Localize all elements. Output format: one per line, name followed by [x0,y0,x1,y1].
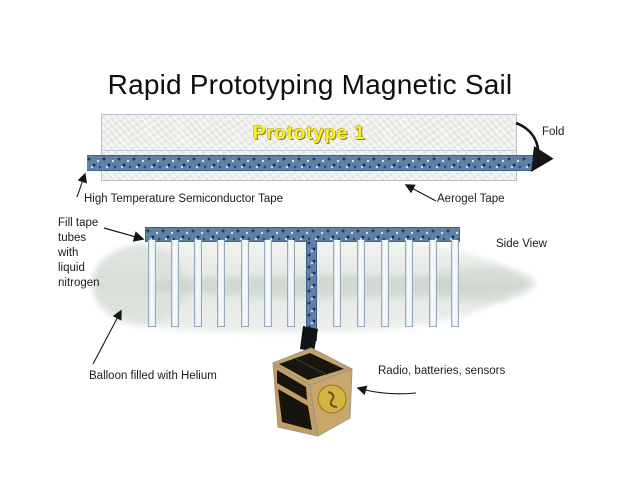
payload-arrow [356,385,417,396]
payload-label: Radio, batteries, sensors [378,365,506,377]
tape-tube [148,240,156,327]
aerogel-tape-arrow [404,184,437,202]
fold-label: Fold [542,126,565,138]
semiconductor-tape-strip [87,155,533,171]
tape-tube [264,240,272,327]
prototype-label: Prototype 1 [252,122,366,144]
slide-title: Rapid Prototyping Magnetic Sail [107,69,513,100]
tape-tube [241,240,249,327]
balloon-label: Balloon filled with Helium [89,370,217,382]
cubesat-graphic [272,326,353,437]
side-view-label: Side View [496,238,547,250]
tape-tube [405,240,413,327]
tape-tube [333,240,341,327]
hts-tape-label: High Temperature Semiconductor Tape [84,193,284,205]
tape-tube [381,240,389,327]
tape-tube [194,240,202,327]
tube-band-tape [145,227,460,242]
tape-tube [357,240,365,327]
panel-divider-line [102,150,516,151]
tether-tape [306,240,317,341]
tape-tube [429,240,437,327]
fill-tubes-label: Fill tape tubes with liquid nitrogen [58,217,100,289]
tape-tube [287,240,295,327]
tape-tube [217,240,225,327]
tape-tube [171,240,179,327]
aerogel-tape-label: Aerogel Tape [437,193,505,205]
tape-tube [451,240,459,327]
